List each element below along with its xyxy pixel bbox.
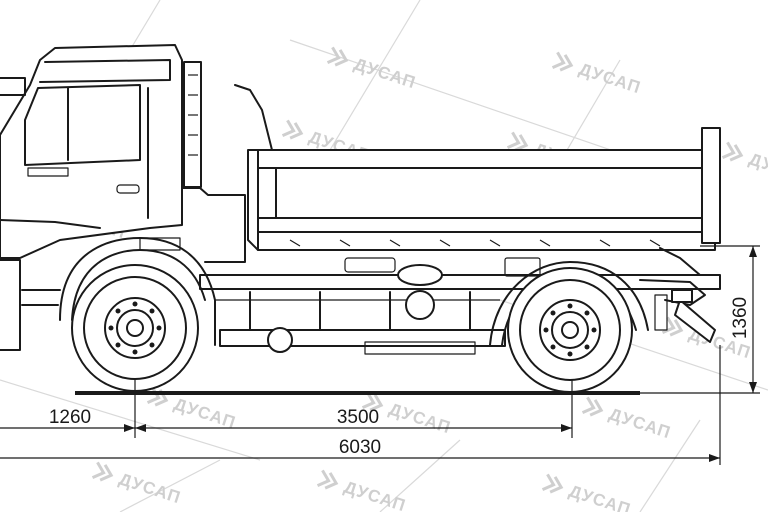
body-bottom-rail: [257, 217, 704, 233]
dusap-logo-icon: [361, 391, 384, 412]
watermark-text: ДУСАП: [352, 54, 419, 92]
watermark-text: ДУСАП: [117, 469, 184, 507]
fuel-tank: [364, 341, 476, 355]
dusap-logo-icon: [541, 473, 564, 494]
cab-body: [0, 44, 183, 259]
watermark-5: ДУСАП: [721, 141, 768, 187]
dusap-logo-icon: [316, 469, 339, 490]
dusap-logo-icon: [91, 461, 114, 482]
watermark-text: ДУСАП: [747, 149, 768, 187]
rear-tire: [507, 267, 633, 393]
door-handle: [116, 184, 140, 194]
tipper-body: [234, 84, 721, 276]
watermark-text: ДУСАП: [567, 481, 634, 512]
exhaust-stack: [183, 61, 202, 188]
watermark-12: ДУСАП: [316, 469, 409, 515]
dimension-front-overhang: 1260: [0, 407, 135, 432]
dusap-logo-icon: [721, 141, 744, 162]
dimension-wheelbase: 3500: [135, 407, 572, 432]
watermark-text: ДУСАП: [172, 394, 239, 432]
watermark-13: ДУСАП: [541, 473, 634, 517]
chassis-frame: [199, 257, 721, 355]
spare-part: [405, 290, 435, 320]
watermark-10: ДУСАП: [581, 396, 674, 442]
watermark-2: ДУСАП: [551, 51, 644, 97]
wheelbase-value: 3500: [337, 407, 379, 428]
cab-step-handle: [27, 167, 69, 177]
dusap-logo-icon: [281, 119, 304, 140]
dusap-logo-icon: [326, 46, 349, 67]
dimension-lines: 1260 3500 6030 1360: [0, 245, 760, 465]
watermark-11: ДУСАП: [91, 461, 184, 507]
air-tank: [267, 327, 293, 353]
mirror: [0, 77, 26, 96]
front-hub-bolts: [108, 301, 162, 355]
body-side-panel: [257, 167, 704, 219]
watermark-text: ДУСАП: [607, 404, 674, 442]
spring-hanger: [397, 264, 443, 286]
watermark-1: ДУСАП: [326, 46, 419, 92]
cab: [0, 44, 246, 263]
dusap-logo-icon: [581, 396, 604, 417]
front-wing: [0, 237, 216, 351]
tailgate: [701, 127, 721, 244]
dimension-overall-length: 6030: [0, 437, 720, 462]
dusap-logo-icon: [661, 316, 684, 337]
overall-length-value: 6030: [339, 437, 381, 458]
rear-equipment: [639, 279, 716, 343]
dusap-logo-icon: [551, 51, 574, 72]
rear-hub-bolts: [543, 303, 597, 357]
dusap-logo-icon: [506, 131, 529, 152]
watermark-text: ДУСАП: [577, 59, 644, 97]
dusap-logo-icon: [146, 386, 169, 407]
tow-hitch: [674, 299, 716, 343]
front-overhang-value: 1260: [49, 407, 91, 428]
battery-box: [344, 257, 396, 273]
cab-door-window: [24, 84, 141, 166]
front-tire: [71, 264, 199, 392]
rear-wing: [489, 261, 649, 346]
dimension-frame-height: 1360: [730, 246, 757, 393]
front-wheel: [71, 264, 199, 392]
rear-wheel: [507, 267, 633, 393]
watermark-text: ДУСАП: [387, 399, 454, 437]
body-top-rail: [257, 149, 704, 169]
watermark-text: ДУСАП: [342, 477, 409, 512]
frame-height-value: 1360: [730, 297, 751, 339]
frame-rail-upper: [199, 274, 721, 290]
frame-rail-lower: [219, 329, 506, 347]
mudflap: [654, 294, 668, 331]
truck: [0, 44, 721, 395]
rear-light: [671, 289, 693, 303]
